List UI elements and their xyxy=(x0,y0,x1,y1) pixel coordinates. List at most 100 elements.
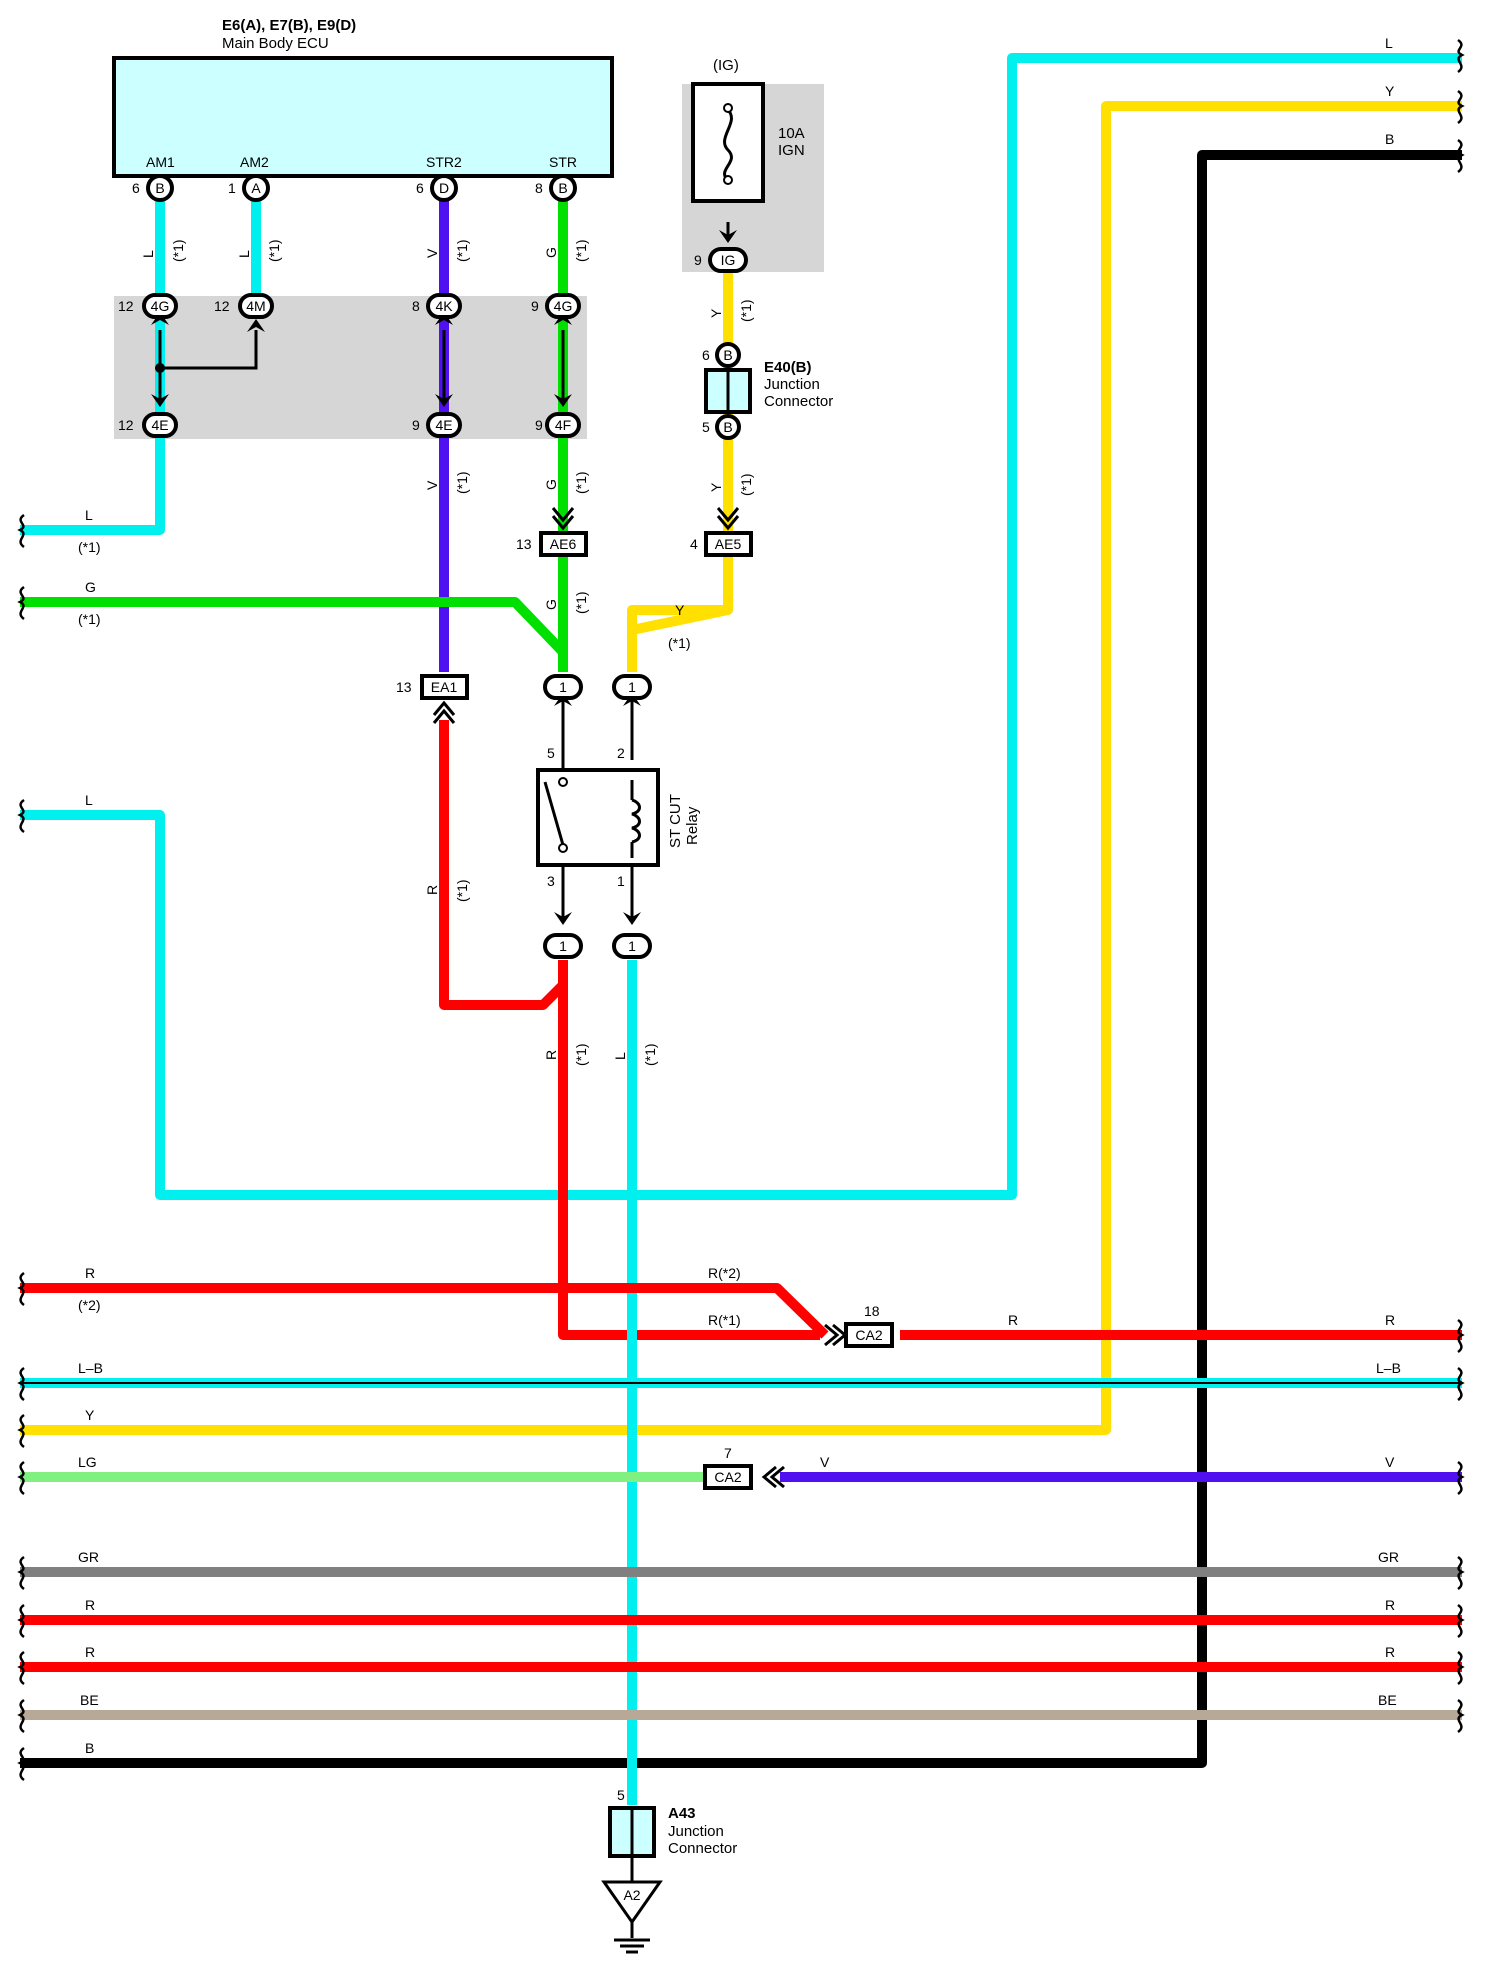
svg-text:B: B xyxy=(85,1740,94,1756)
wires xyxy=(20,53,1462,1805)
svg-text:1: 1 xyxy=(559,938,567,954)
svg-text:(*1): (*1) xyxy=(454,471,470,494)
svg-text:(*1): (*1) xyxy=(573,239,589,262)
wire-labels: L Y B L (*1) G (*1) L R (*2) L–B Y LG GR… xyxy=(78,35,1401,1756)
svg-text:R: R xyxy=(85,1644,95,1660)
wire-G-left xyxy=(20,597,567,656)
svg-text:5: 5 xyxy=(547,745,555,761)
svg-text:V: V xyxy=(424,480,440,490)
fuse-icon xyxy=(723,108,733,182)
ecu-title: E6(A), E7(B), E9(D) xyxy=(222,17,356,34)
svg-text:Junction: Junction xyxy=(764,376,820,393)
svg-text:D: D xyxy=(439,180,449,196)
svg-text:Y: Y xyxy=(708,482,724,492)
svg-text:Y: Y xyxy=(1385,83,1395,99)
ecu-pins: AM1 AM2 STR2 STR 6 1 6 8 B A D B xyxy=(132,154,577,202)
svg-text:1: 1 xyxy=(628,938,636,954)
junction-pins-b: 4E 4E 4F 12 9 9 xyxy=(118,412,581,438)
svg-text:4E: 4E xyxy=(435,417,452,433)
svg-text:1: 1 xyxy=(617,873,625,889)
svg-text:(*1): (*1) xyxy=(454,239,470,262)
fuse-name: IGN xyxy=(778,142,805,159)
wire-L-top xyxy=(20,53,1462,1200)
svg-text:EA1: EA1 xyxy=(431,679,458,695)
svg-text:R: R xyxy=(1385,1644,1395,1660)
svg-text:B: B xyxy=(558,180,567,196)
st-cut-relay: 5 2 3 1 ST CUT Relay xyxy=(536,745,701,889)
svg-text:E40(B): E40(B) xyxy=(764,359,812,376)
svg-text:Junction: Junction xyxy=(668,1823,724,1840)
svg-text:1: 1 xyxy=(628,679,636,695)
svg-text:8: 8 xyxy=(535,180,543,196)
svg-text:A2: A2 xyxy=(623,1887,640,1903)
svg-text:B: B xyxy=(155,180,164,196)
connector-ca2-18: CA2 18 xyxy=(844,1303,894,1348)
wire-relay-R-down xyxy=(558,960,820,1340)
svg-text:13: 13 xyxy=(516,536,532,552)
svg-text:12: 12 xyxy=(214,298,230,314)
svg-text:G: G xyxy=(543,479,559,490)
svg-text:GR: GR xyxy=(78,1549,99,1565)
wire-R-2 xyxy=(20,1283,829,1339)
relay-connectors: 1 1 1 1 xyxy=(543,674,652,959)
svg-text:L: L xyxy=(612,1052,628,1060)
svg-text:(*1): (*1) xyxy=(738,473,754,496)
svg-text:(*1): (*1) xyxy=(78,611,101,627)
relay-sub: Relay xyxy=(684,806,701,845)
svg-text:A: A xyxy=(251,180,261,196)
svg-text:R: R xyxy=(1385,1312,1395,1328)
ground-icon: A2 xyxy=(601,1880,663,1954)
svg-text:R: R xyxy=(543,1050,559,1060)
a43-junction-connector: 5 A43 Junction Connector xyxy=(608,1787,737,1882)
svg-text:12: 12 xyxy=(118,417,134,433)
svg-text:CA2: CA2 xyxy=(714,1469,741,1485)
svg-text:(*1): (*1) xyxy=(266,239,282,262)
svg-text:R: R xyxy=(1008,1312,1018,1328)
svg-text:4F: 4F xyxy=(555,417,571,433)
wire-B-top xyxy=(20,150,1462,1768)
double-chevrons xyxy=(432,507,848,1489)
svg-text:9: 9 xyxy=(412,417,420,433)
svg-text:G: G xyxy=(543,247,559,258)
svg-text:Y: Y xyxy=(675,602,685,618)
svg-text:4E: 4E xyxy=(151,417,168,433)
svg-text:(*1): (*1) xyxy=(170,239,186,262)
svg-text:6: 6 xyxy=(416,180,424,196)
junction-pins-a: 4G 4M 4K 4G 12 12 8 9 xyxy=(118,293,581,319)
svg-text:L: L xyxy=(140,250,156,258)
svg-text:12: 12 xyxy=(118,298,134,314)
svg-text:L: L xyxy=(1385,35,1393,51)
svg-text:4M: 4M xyxy=(246,298,265,314)
svg-text:V: V xyxy=(424,248,440,258)
svg-text:4K: 4K xyxy=(435,298,453,314)
svg-text:B: B xyxy=(723,419,732,435)
svg-text:7: 7 xyxy=(724,1445,732,1461)
svg-text:4: 4 xyxy=(690,536,698,552)
svg-text:G: G xyxy=(85,579,96,595)
fuse-header: (IG) xyxy=(713,57,739,74)
svg-text:(*1): (*1) xyxy=(668,635,691,651)
svg-text:Y: Y xyxy=(708,308,724,318)
svg-text:AE5: AE5 xyxy=(715,536,742,552)
svg-text:8: 8 xyxy=(412,298,420,314)
svg-text:AE6: AE6 xyxy=(550,536,577,552)
svg-text:6: 6 xyxy=(132,180,140,196)
svg-text:(*1): (*1) xyxy=(573,591,589,614)
svg-text:R: R xyxy=(424,885,440,895)
connector-ae6: AE6 13 xyxy=(516,531,588,557)
svg-text:9: 9 xyxy=(535,417,543,433)
svg-text:BE: BE xyxy=(80,1692,99,1708)
svg-text:2: 2 xyxy=(617,745,625,761)
svg-text:(*1): (*1) xyxy=(738,299,754,322)
svg-text:13: 13 xyxy=(396,679,412,695)
svg-text:R: R xyxy=(1385,1597,1395,1613)
svg-text:STR: STR xyxy=(549,154,577,170)
svg-text:1: 1 xyxy=(559,679,567,695)
arrow-heads xyxy=(151,230,737,925)
fuse-rating: 10A xyxy=(778,125,805,142)
svg-text:(*1): (*1) xyxy=(454,879,470,902)
svg-text:(*2): (*2) xyxy=(78,1297,101,1313)
svg-text:V: V xyxy=(820,1454,830,1470)
svg-text:R: R xyxy=(85,1265,95,1281)
